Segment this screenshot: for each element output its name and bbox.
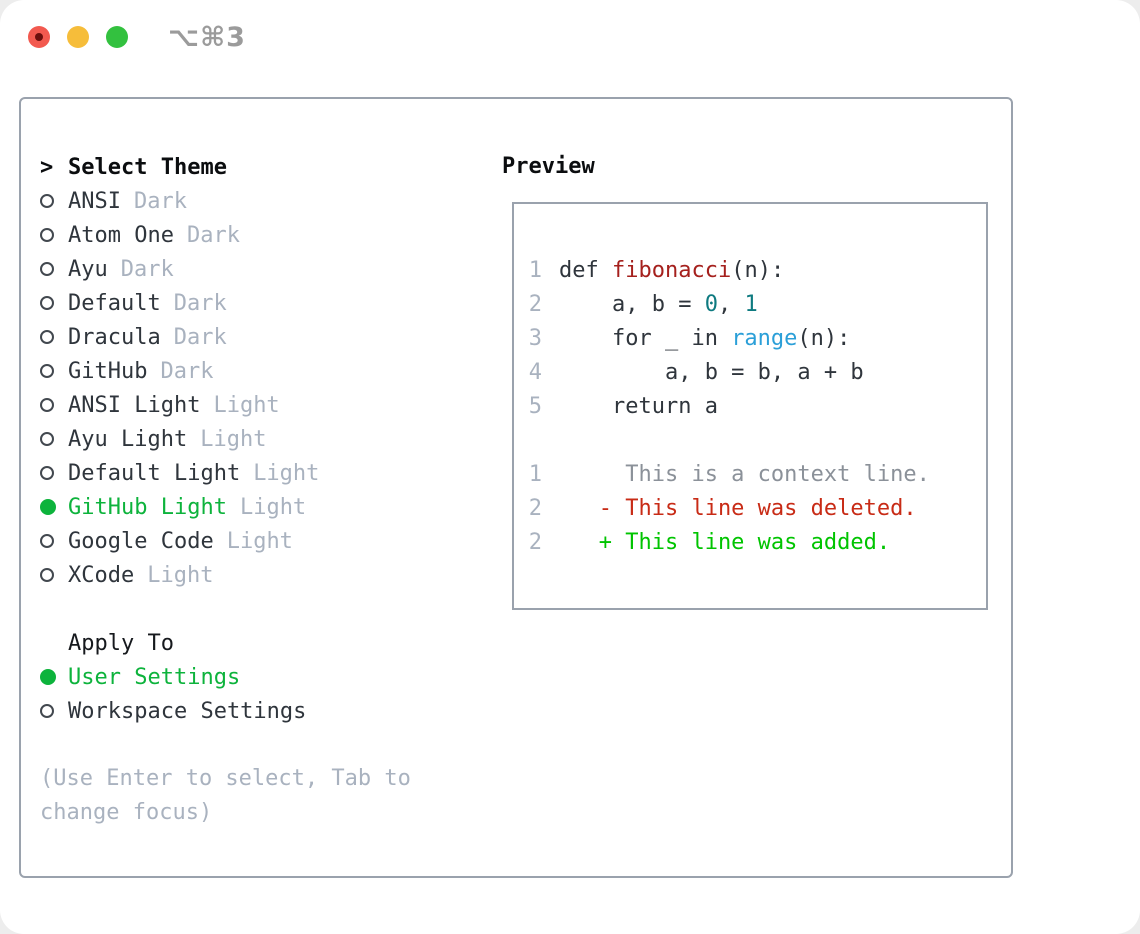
theme-variant: Dark <box>120 256 174 282</box>
radio-unselected-icon <box>40 398 68 412</box>
theme-option-xcode[interactable]: XCode Light <box>40 558 500 592</box>
select-theme-header: > Select Theme <box>40 150 500 184</box>
section-gap <box>40 728 500 762</box>
radio-unselected-icon <box>40 364 68 378</box>
theme-name: XCode <box>68 562 135 588</box>
apply-to-label: Apply To <box>68 630 174 656</box>
apply-option-workspace-settings[interactable]: Workspace Settings <box>40 694 500 728</box>
apply-option-label: Workspace Settings <box>68 698 307 724</box>
window-title: ⌥⌘3 <box>168 22 246 53</box>
code-line: 5 return a <box>514 389 986 423</box>
theme-option-default[interactable]: Default Dark <box>40 286 500 320</box>
theme-option-github[interactable]: GitHub Dark <box>40 354 500 388</box>
theme-name: Ayu Light <box>68 426 188 452</box>
theme-name: Ayu <box>68 256 108 282</box>
theme-variant: Dark <box>173 290 227 316</box>
diff-line-context: 1 This is a context line. <box>514 457 986 491</box>
radio-selected-icon <box>40 669 68 685</box>
theme-option-ansi-light[interactable]: ANSI Light Light <box>40 388 500 422</box>
radio-unselected-icon <box>40 466 68 480</box>
zoom-button[interactable] <box>106 26 128 48</box>
theme-name: Dracula <box>68 324 161 350</box>
diff-line-added: 2 + This line was added. <box>514 525 986 559</box>
help-text: (Use Enter to select, Tab to change focu… <box>40 766 411 825</box>
theme-variant: Light <box>253 460 320 486</box>
line-number: 2 <box>528 495 542 521</box>
theme-name: Atom One <box>68 222 174 248</box>
apply-option-label: User Settings <box>68 664 241 690</box>
focus-cursor-icon: > <box>40 154 54 180</box>
theme-option-default-light[interactable]: Default Light Light <box>40 456 500 490</box>
theme-option-ayu[interactable]: Ayu Dark <box>40 252 500 286</box>
radio-unselected-icon <box>40 568 68 582</box>
radio-unselected-icon <box>40 262 68 276</box>
theme-option-github-light[interactable]: GitHub Light Light <box>40 490 500 524</box>
theme-variant: Light <box>147 562 214 588</box>
theme-variant: Dark <box>186 222 240 248</box>
apply-option-user-settings[interactable]: User Settings <box>40 660 500 694</box>
theme-name: ANSI <box>68 188 121 214</box>
window-titlebar: ⌥⌘3 <box>0 0 1140 74</box>
select-theme-label: Select Theme <box>68 154 227 180</box>
theme-variant: Dark <box>133 188 187 214</box>
line-number: 3 <box>528 325 542 351</box>
radio-unselected-icon <box>40 228 68 242</box>
close-dot-icon <box>35 33 43 41</box>
minimize-button[interactable] <box>67 26 89 48</box>
code-line: 4 a, b = b, a + b <box>514 355 986 389</box>
theme-name: Google Code <box>68 528 214 554</box>
theme-variant: Light <box>239 494 307 520</box>
theme-option-google-code[interactable]: Google Code Light <box>40 524 500 558</box>
theme-name: GitHub Light <box>68 494 227 520</box>
line-number: 1 <box>528 257 542 283</box>
radio-unselected-icon <box>40 534 68 548</box>
section-gap <box>40 592 500 626</box>
theme-variant: Dark <box>173 324 227 350</box>
theme-variant: Light <box>200 426 267 452</box>
theme-variant: Light <box>226 528 293 554</box>
theme-option-ayu-light[interactable]: Ayu Light Light <box>40 422 500 456</box>
theme-option-atom-one[interactable]: Atom One Dark <box>40 218 500 252</box>
radio-selected-icon <box>40 499 68 515</box>
radio-unselected-icon <box>40 704 68 718</box>
theme-option-ansi[interactable]: ANSI Dark <box>40 184 500 218</box>
line-number: 4 <box>528 359 542 385</box>
close-button[interactable] <box>28 26 50 48</box>
radio-unselected-icon <box>40 432 68 446</box>
blank-line <box>514 423 986 457</box>
code-line: 2 a, b = 0, 1 <box>514 287 986 321</box>
theme-variant: Dark <box>160 358 214 384</box>
preview-title: Preview <box>502 154 595 179</box>
line-number: 2 <box>528 529 542 555</box>
diff-line-deleted: 2 - This line was deleted. <box>514 491 986 525</box>
radio-unselected-icon <box>40 296 68 310</box>
code-line: 3 for _ in range(n): <box>514 321 986 355</box>
theme-option-dracula[interactable]: Dracula Dark <box>40 320 500 354</box>
radio-unselected-icon <box>40 330 68 344</box>
line-number: 5 <box>528 393 542 419</box>
theme-variant: Light <box>213 392 280 418</box>
line-number: 1 <box>528 461 542 487</box>
theme-name: ANSI Light <box>68 392 201 418</box>
theme-name: Default <box>68 290 161 316</box>
radio-unselected-icon <box>40 194 68 208</box>
line-number: 2 <box>528 291 542 317</box>
apply-to-header: Apply To <box>40 626 500 660</box>
theme-name: Default Light <box>68 460 241 486</box>
theme-name: GitHub <box>68 358 148 384</box>
